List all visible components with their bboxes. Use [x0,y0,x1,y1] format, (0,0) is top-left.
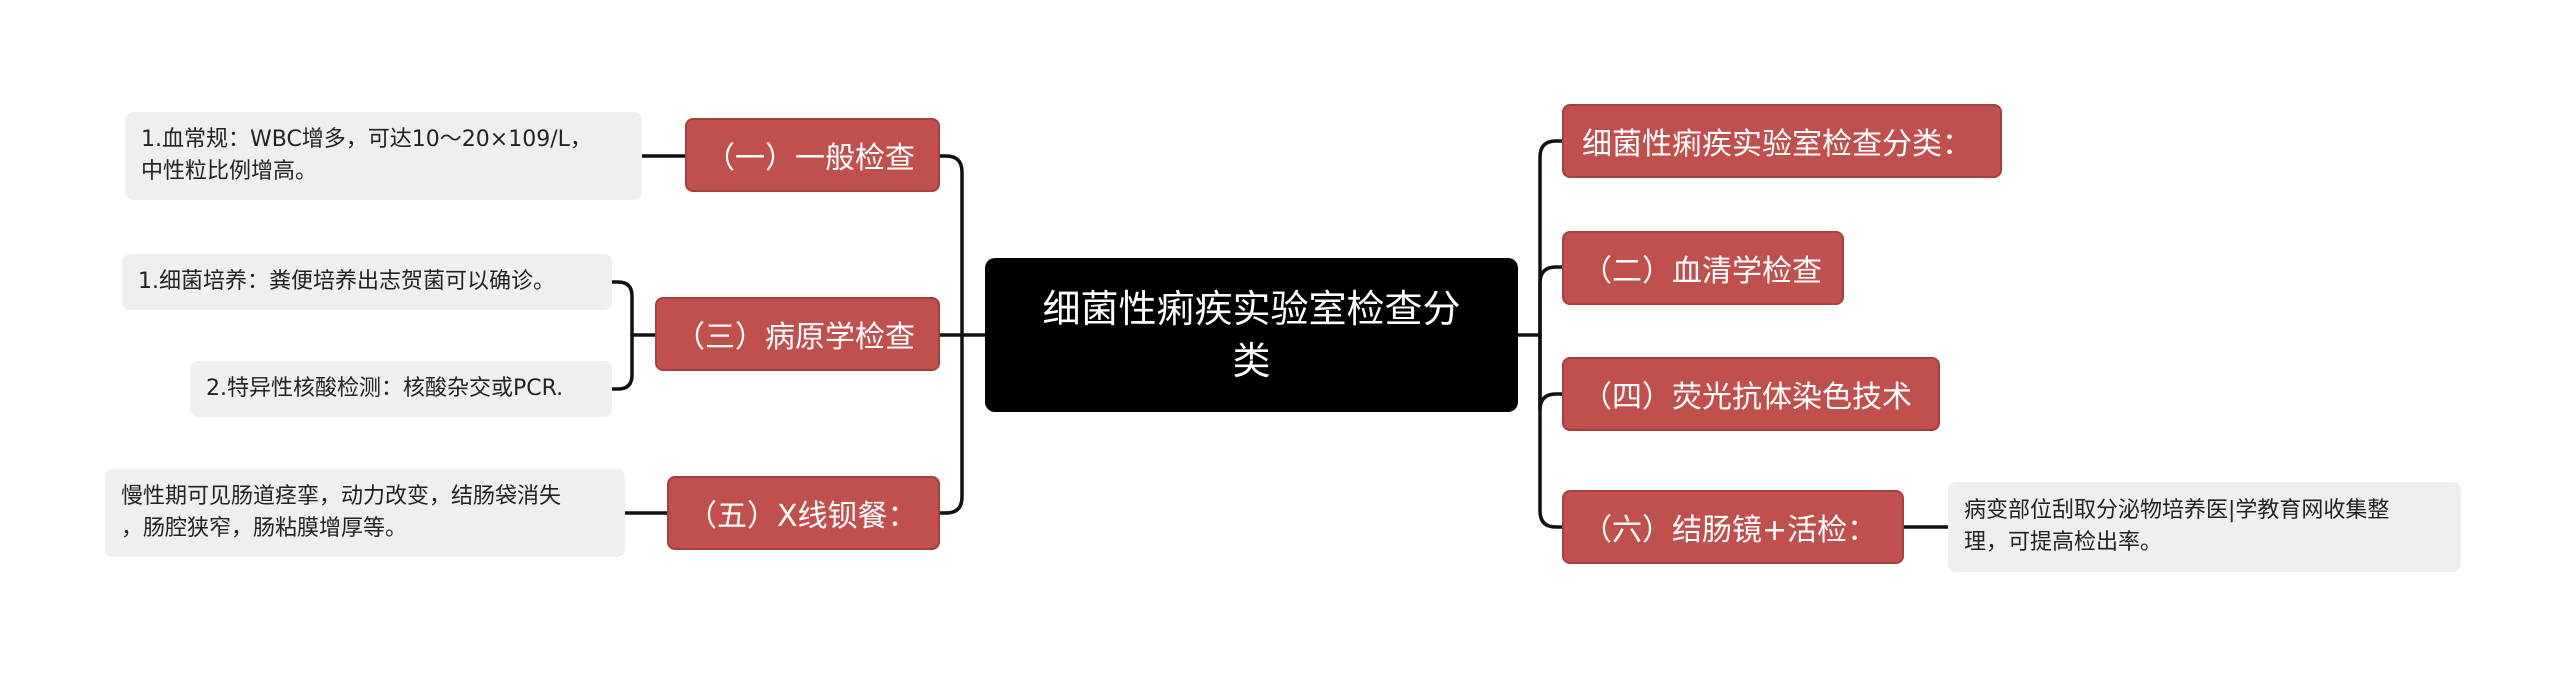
connector-left-3-leaf-1 [610,280,634,337]
leaf-blood-routine[interactable]: 1.血常规：WBC增多，可达10～20×109/L， 中性粒比例增高。 [125,112,642,200]
root-title-line-2: 类 [1232,339,1271,383]
branch-label: （六）结肠镜+活检： [1582,513,1878,548]
leaf-text-line-1: 慢性期可见肠道痉挛，动力改变，结肠袋消失 [121,484,562,509]
branch-xray-barium[interactable]: （五）X线钡餐： [667,476,940,550]
leaf-text-line-2: ，肠腔狭窄，肠粘膜增厚等。 [121,516,408,541]
branch-pathogen-exam[interactable]: （三）病原学检查 [655,297,940,371]
branch-label: （四）荧光抗体染色技术 [1582,380,1912,415]
branch-label: 细菌性痢疾实验室检查分类： [1582,127,1972,162]
branch-serology-exam[interactable]: （二）血清学检查 [1562,231,1844,305]
leaf-text-line-1: 1.血常规：WBC增多，可达10～20×109/L， [141,127,592,152]
root-node[interactable]: 细菌性痢疾实验室检查分 类 [985,258,1518,412]
branch-fluorescent-antibody[interactable]: （四）荧光抗体染色技术 [1562,357,1940,431]
branch-label: （二）血清学检查 [1582,254,1822,289]
branch-colonoscopy-biopsy[interactable]: （六）结肠镜+活检： [1562,490,1904,564]
leaf-text-line-1: 1.细菌培养：粪便培养出志贺菌可以确诊。 [138,269,555,294]
leaf-secretion-culture[interactable]: 病变部位刮取分泌物培养医|学教育网收集整 理，可提高检出率。 [1948,482,2461,572]
branch-general-exam[interactable]: （一）一般检查 [685,118,940,192]
connector-right-6 [1538,333,1564,529]
root-title-line-1: 细菌性痢疾实验室检查分 [1042,287,1461,331]
connector-left-3-leaf-2 [610,333,634,391]
connector-right-1 [1538,139,1564,337]
branch-label: （一）一般检查 [705,141,915,176]
leaf-chronic-findings[interactable]: 慢性期可见肠道痉挛，动力改变，结肠袋消失 ，肠腔狭窄，肠粘膜增厚等。 [105,469,625,557]
connector-left-5 [938,333,964,515]
leaf-text-line-2: 理，可提高检出率。 [1964,530,2163,555]
leaf-text-line-1: 病变部位刮取分泌物培养医|学教育网收集整 [1964,498,2390,523]
connector-right-4 [1538,333,1564,411]
leaf-text-line-2: 中性粒比例增高。 [141,159,318,184]
leaf-text-line-1: 2.特异性核酸检测：核酸杂交或PCR. [206,376,564,401]
branch-label: （五）X线钡餐： [687,499,918,534]
leaf-bacteria-culture[interactable]: 1.细菌培养：粪便培养出志贺菌可以确诊。 [122,254,612,310]
leaf-nucleic-acid-test[interactable]: 2.特异性核酸检测：核酸杂交或PCR. [190,361,612,417]
branch-label: （三）病原学检查 [675,320,915,355]
branch-classification-heading[interactable]: 细菌性痢疾实验室检查分类： [1562,104,2002,178]
connector-right-2 [1538,265,1564,337]
connector-left-1 [938,154,964,337]
